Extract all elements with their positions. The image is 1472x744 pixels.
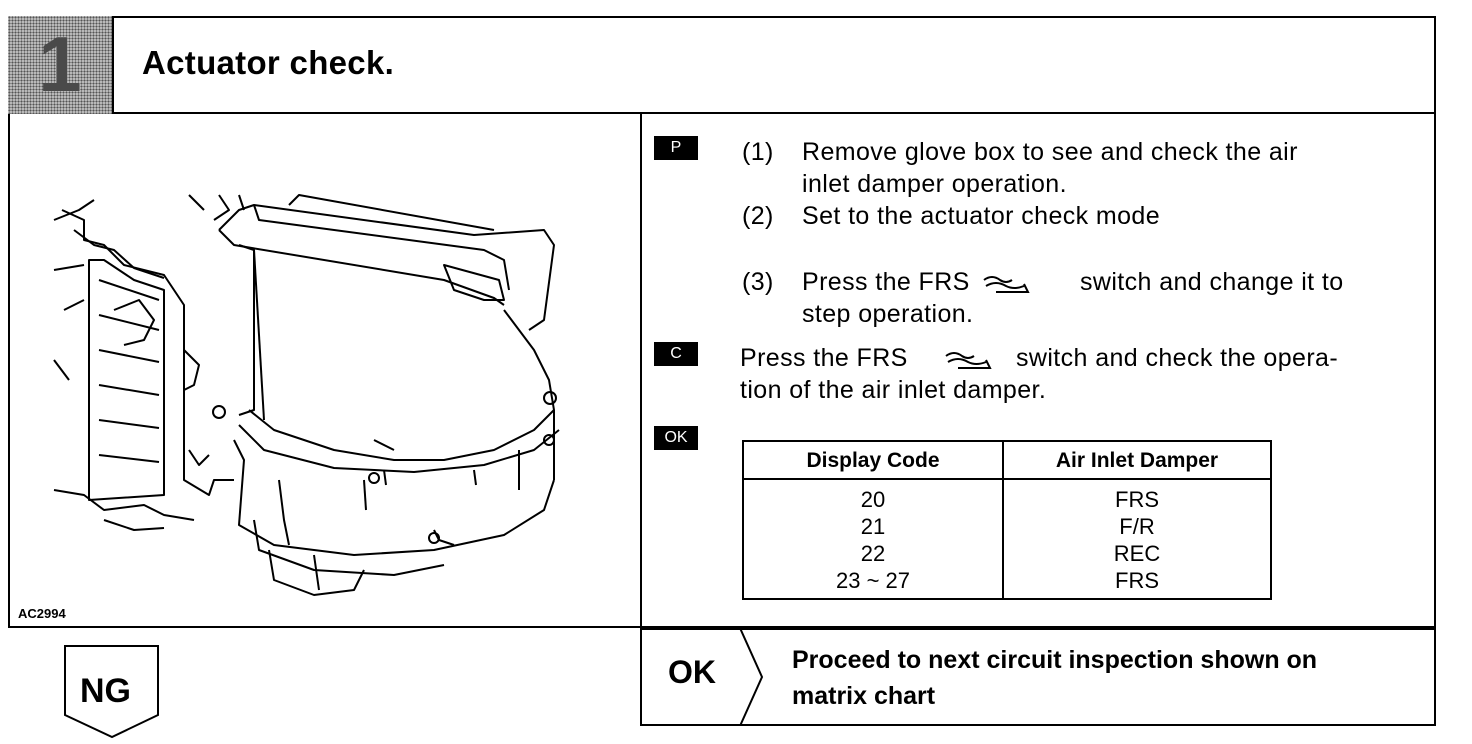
code-badge-ok: OK: [654, 426, 698, 450]
ok-result-line-2: matrix chart: [792, 682, 936, 710]
check-line-2: tion of the air inlet damper.: [740, 376, 1047, 404]
table-header-display-code: Display Code: [806, 449, 940, 472]
frs-switch-icon: [945, 352, 992, 369]
table-header-air-inlet-damper: Air Inlet Damper: [1055, 449, 1219, 472]
table-cell: 22: [860, 541, 886, 566]
frs-switch-icon: [983, 276, 1030, 293]
check-text-a: Press the FRS: [740, 344, 908, 372]
heater-unit-illustration: [53, 194, 560, 596]
step-number: 1: [38, 20, 82, 108]
column-divider: [640, 114, 642, 726]
table-cell: 20: [860, 487, 886, 512]
ok-result-label: OK: [668, 654, 716, 690]
display-code-table: [742, 440, 1272, 600]
ng-arrow-box: [64, 645, 159, 739]
table-cell: F/R: [1119, 514, 1155, 539]
step-3-text-a: Press the FRS: [802, 268, 970, 296]
figure-label: AC2994: [18, 606, 66, 621]
step-2-line-1: Set to the actuator check mode: [802, 202, 1161, 230]
content-box: [8, 114, 1436, 628]
step-3-text-b: switch and change it to: [1080, 268, 1344, 296]
step-1-line-1: Remove glove box to see and check the ai…: [802, 138, 1298, 166]
code-badge-c: C: [654, 342, 698, 366]
ng-result-label: NG: [80, 672, 131, 710]
table-cell: FRS: [1115, 568, 1159, 593]
step-3-number: (3): [742, 268, 774, 296]
step-2-number: (2): [742, 202, 774, 230]
table-cell: REC: [1113, 541, 1161, 566]
code-badge-p: P: [654, 136, 698, 160]
table-cell: 21: [860, 514, 886, 539]
chevron-right-icon: [739, 628, 764, 726]
page-title: Actuator check.: [142, 44, 395, 81]
check-text-b: switch and check the opera-: [1016, 344, 1339, 372]
table-header-divider: [742, 478, 1272, 480]
step-1-number: (1): [742, 138, 774, 166]
step-3-line-2: step operation.: [802, 300, 974, 328]
step-1-line-2: inlet damper operation.: [802, 170, 1067, 198]
table-column-divider: [1002, 440, 1004, 600]
ok-result-box: [642, 628, 1436, 726]
ok-result-line-1: Proceed to next circuit inspection shown…: [792, 646, 1318, 674]
ok-result-text: Proceed to next circuit inspection shown…: [792, 642, 1422, 714]
step-number-box: 1: [8, 16, 114, 114]
table-cell: 23 ~ 27: [835, 568, 910, 593]
table-cell: FRS: [1115, 487, 1159, 512]
